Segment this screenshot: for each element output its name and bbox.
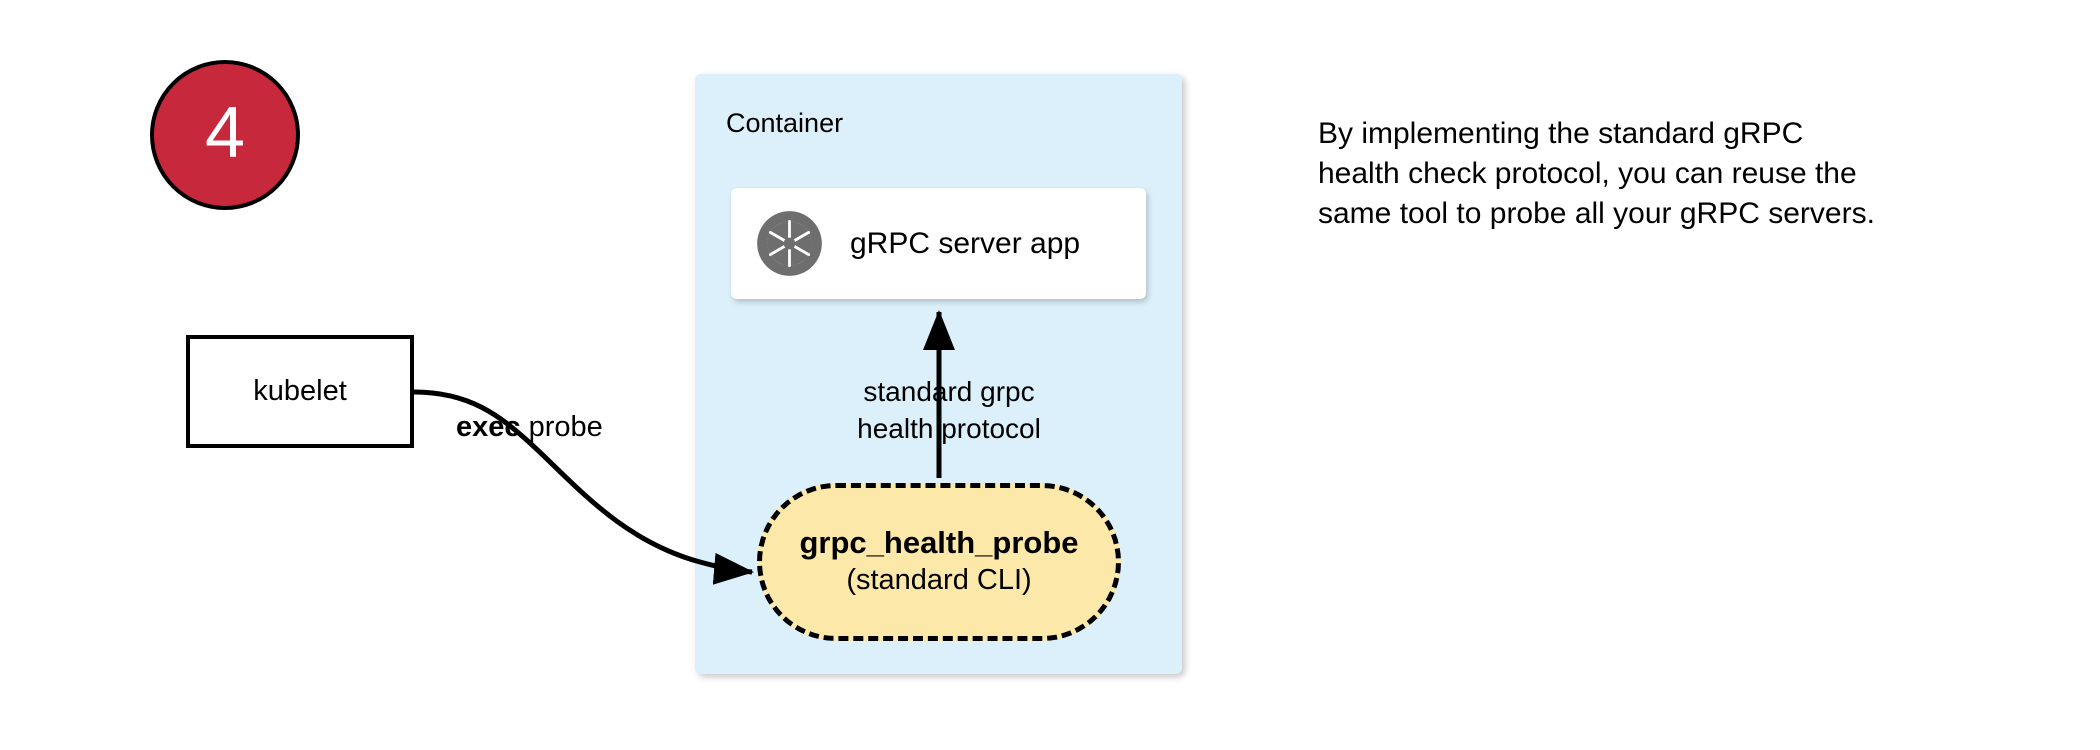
exec-probe-label-rest: probe bbox=[520, 411, 603, 443]
grpc-health-probe-node[interactable]: grpc_health_probe (standard CLI) bbox=[757, 483, 1121, 641]
grpc-health-probe-title: grpc_health_probe bbox=[799, 525, 1079, 561]
health-protocol-edge-label: standard grpc health protocol bbox=[834, 374, 1064, 448]
grpc-server-app-node[interactable]: gRPC server app bbox=[731, 188, 1146, 299]
grpc-aperture-icon bbox=[757, 211, 822, 276]
step-number-label: 4 bbox=[204, 93, 246, 173]
kubelet-label: kubelet bbox=[253, 375, 347, 407]
grpc-health-probe-subtitle: (standard CLI) bbox=[846, 563, 1032, 596]
grpc-server-app-label: gRPC server app bbox=[850, 226, 1081, 260]
kubelet-node[interactable]: kubelet bbox=[186, 335, 414, 448]
health-protocol-line-1: standard grpc bbox=[863, 376, 1035, 407]
exec-probe-edge-label: exec probe bbox=[456, 411, 603, 444]
exec-probe-label-bold: exec bbox=[456, 411, 521, 443]
health-protocol-line-2: health protocol bbox=[857, 412, 1041, 444]
container-label: Container bbox=[726, 108, 844, 138]
step-number-badge: 4 bbox=[150, 60, 300, 210]
side-note-text: By implementing the standard gRPC health… bbox=[1318, 117, 1875, 231]
